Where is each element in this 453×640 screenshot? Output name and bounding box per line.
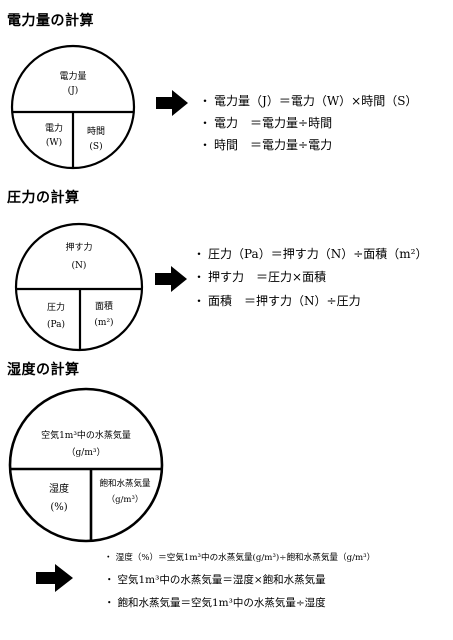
circle-right-label: 時間	[87, 126, 105, 137]
arrow-right-icon	[156, 90, 188, 116]
formula-item: ・面積 ＝押す力（N）÷圧力	[193, 294, 361, 308]
circle-top-unit: (N)	[72, 260, 87, 271]
circle-diagram-pressure: 押す力 (N) 圧力 (Pa) 面積 (m²)	[14, 222, 144, 352]
circle-diagram-electric-energy: 電力量 (J) 電力 (W) 時間 (S)	[10, 44, 136, 170]
circle-left-unit: (Pa)	[47, 319, 65, 330]
circle-left-label: 電力	[45, 122, 63, 134]
formula-item: ・電力量（J）＝電力（W）×時間（S）	[199, 94, 418, 108]
circle-top-label: 電力量	[59, 70, 86, 82]
circle-outline	[8, 387, 164, 543]
section-heading-pressure: 圧力の計算	[7, 190, 80, 206]
circle-diagram-humidity: 空気1m³中の水蒸気量 （g/m³） 湿度 (%) 飽和水蒸気量 （g/m³）	[8, 387, 164, 543]
circle-top-label: 押す力	[65, 241, 92, 253]
formula-item: ・湿度（%）＝空気1m³中の水蒸気量(g/m³)÷飽和水蒸気量（g/m³）	[104, 553, 376, 563]
circle-left-label: 湿度	[49, 482, 69, 495]
formula-item: ・電力 ＝電力量÷時間	[199, 116, 333, 130]
arrow-right-icon	[155, 266, 187, 292]
circle-right-unit: (m²)	[94, 317, 113, 328]
formula-item: ・飽和水蒸気量＝空気1m³中の水蒸気量÷湿度	[104, 597, 326, 609]
circle-right-label: 飽和水蒸気量	[99, 478, 151, 489]
circle-left-label: 圧力	[47, 301, 65, 313]
arrow-right-icon	[36, 564, 73, 592]
circle-outline	[10, 44, 136, 170]
formula-item: ・時間 ＝電力量÷電力	[199, 138, 333, 152]
formula-item: ・空気1m³中の水蒸気量＝湿度×飽和水蒸気量	[104, 574, 326, 586]
section-heading-humidity: 湿度の計算	[7, 362, 80, 378]
circle-left-unit: (W)	[46, 137, 62, 148]
section-heading-electric-energy: 電力量の計算	[7, 13, 94, 29]
formula-item: ・圧力（Pa）＝押す力（N）÷面積（m²）	[193, 247, 428, 261]
circle-left-unit: (%)	[50, 502, 67, 513]
circle-top-unit: (J)	[68, 85, 79, 96]
circle-right-unit: （g/m³）	[107, 494, 144, 505]
circle-top-label: 空気1m³中の水蒸気量	[41, 429, 131, 441]
formula-item: ・押す力 ＝圧力×面積	[193, 270, 327, 284]
circle-top-unit: （g/m³）	[67, 447, 106, 458]
circle-right-unit: (S)	[89, 141, 102, 152]
circle-right-label: 面積	[95, 300, 113, 312]
